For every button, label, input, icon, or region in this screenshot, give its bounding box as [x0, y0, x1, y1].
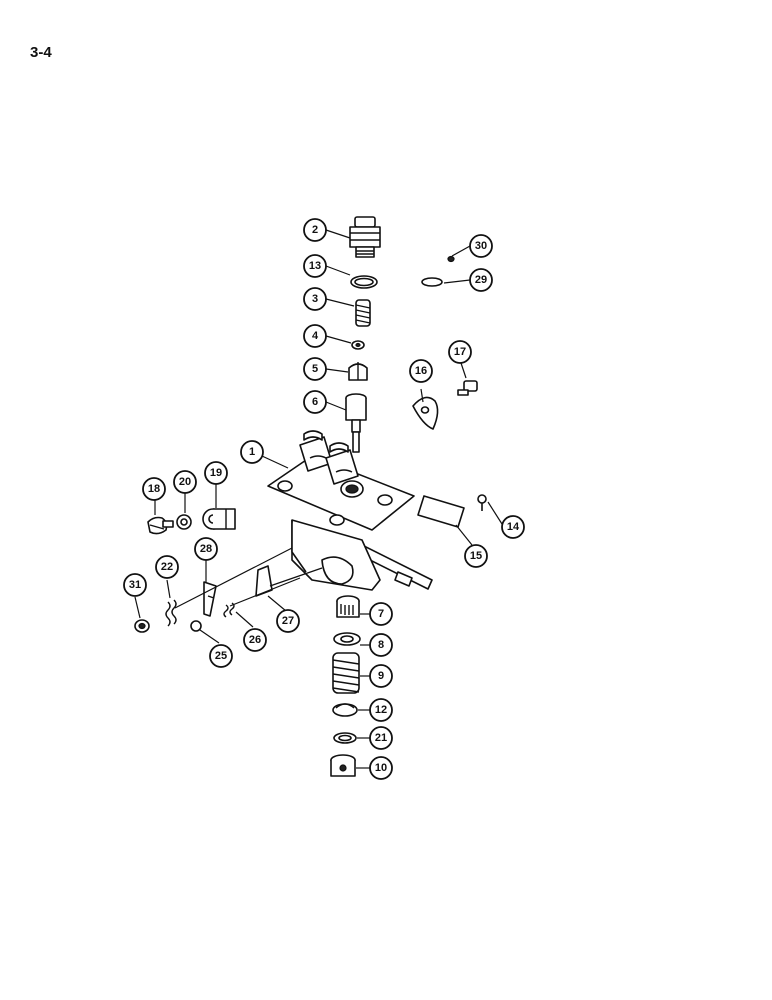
callout-12: 12 — [369, 698, 393, 722]
part-plunger — [345, 393, 367, 453]
callout-19: 19 — [204, 461, 228, 485]
svg-text:25: 25 — [215, 650, 227, 662]
part-ring — [333, 732, 357, 744]
callout-26: 26 — [243, 628, 267, 652]
assembly-line-left-2 — [229, 577, 301, 607]
svg-text:29: 29 — [475, 274, 487, 286]
svg-text:4: 4 — [312, 330, 319, 342]
part-tappet — [330, 754, 356, 777]
part-banjo-fitting — [202, 508, 236, 530]
part-nut — [134, 619, 150, 633]
svg-text:12: 12 — [375, 704, 387, 716]
callout-16: 16 — [409, 359, 433, 383]
part-screw — [147, 516, 174, 535]
svg-text:26: 26 — [249, 634, 261, 646]
svg-text:20: 20 — [179, 476, 191, 488]
svg-text:22: 22 — [161, 561, 173, 573]
callout-13: 13 — [303, 254, 327, 278]
part-bracket-cam — [412, 396, 439, 430]
svg-text:27: 27 — [282, 615, 294, 627]
part-delivery-valve-holder — [349, 216, 381, 258]
part-gasket-ring — [350, 275, 378, 289]
page-number: 3-4 — [30, 44, 52, 61]
svg-text:17: 17 — [454, 346, 466, 358]
part-pump-body — [267, 430, 433, 591]
callout-31: 31 — [123, 573, 147, 597]
part-plate — [417, 495, 465, 528]
callout-28: 28 — [194, 537, 218, 561]
svg-text:2: 2 — [312, 224, 318, 236]
part-spring-left — [165, 599, 177, 627]
part-small-washer — [190, 620, 202, 632]
svg-text:9: 9 — [378, 670, 384, 682]
svg-text:1: 1 — [249, 446, 255, 458]
svg-text:8: 8 — [378, 639, 384, 651]
assembly-line-left — [174, 547, 293, 609]
callout-10: 10 — [369, 756, 393, 780]
callout-4: 4 — [303, 324, 327, 348]
callout-7: 7 — [369, 602, 393, 626]
part-lever — [203, 581, 217, 617]
svg-text:28: 28 — [200, 543, 212, 555]
svg-text:13: 13 — [309, 260, 321, 272]
callout-25: 25 — [209, 644, 233, 668]
part-valve-seat — [348, 362, 368, 381]
callout-22: 22 — [155, 555, 179, 579]
svg-text:5: 5 — [312, 363, 318, 375]
part-bolt-small — [457, 380, 478, 396]
part-retainer — [332, 703, 358, 717]
svg-text:16: 16 — [415, 365, 427, 377]
svg-text:19: 19 — [210, 467, 222, 479]
callout-3: 3 — [303, 287, 327, 311]
callouts: 1 2 3 4 5 6 7 8 9 10 12 13 14 15 16 17 1… — [123, 218, 525, 780]
callout-29: 29 — [469, 268, 493, 292]
part-washer-small — [351, 340, 365, 350]
svg-text:21: 21 — [375, 732, 387, 744]
part-spring-small — [355, 299, 371, 327]
callout-9: 9 — [369, 664, 393, 688]
svg-text:3: 3 — [312, 293, 318, 305]
part-angle-bracket — [255, 565, 273, 597]
part-spring-large — [332, 652, 360, 694]
svg-text:6: 6 — [312, 396, 318, 408]
callout-18: 18 — [142, 477, 166, 501]
svg-text:18: 18 — [148, 483, 160, 495]
svg-text:7: 7 — [378, 608, 384, 620]
leader-lines — [134, 229, 503, 769]
part-screw-pin — [477, 494, 487, 511]
callout-17: 17 — [448, 340, 472, 364]
part-small-bead — [447, 255, 455, 263]
callout-1: 1 — [240, 440, 264, 464]
callout-20: 20 — [173, 470, 197, 494]
svg-text:30: 30 — [475, 240, 487, 252]
callout-6: 6 — [303, 390, 327, 414]
svg-text:14: 14 — [507, 521, 520, 533]
svg-text:31: 31 — [129, 579, 141, 591]
svg-text:10: 10 — [375, 762, 387, 774]
callout-2: 2 — [303, 218, 327, 242]
svg-text:15: 15 — [470, 550, 482, 562]
part-washer — [176, 514, 192, 530]
part-spring-seat — [333, 632, 361, 646]
assembly-line-right — [269, 567, 323, 587]
callout-15: 15 — [464, 544, 488, 568]
part-o-ring — [421, 277, 443, 287]
callout-27: 27 — [276, 609, 300, 633]
callout-14: 14 — [501, 515, 525, 539]
callout-21: 21 — [369, 726, 393, 750]
part-sleeve — [336, 595, 360, 618]
callout-8: 8 — [369, 633, 393, 657]
callout-5: 5 — [303, 357, 327, 381]
callout-30: 30 — [469, 234, 493, 258]
